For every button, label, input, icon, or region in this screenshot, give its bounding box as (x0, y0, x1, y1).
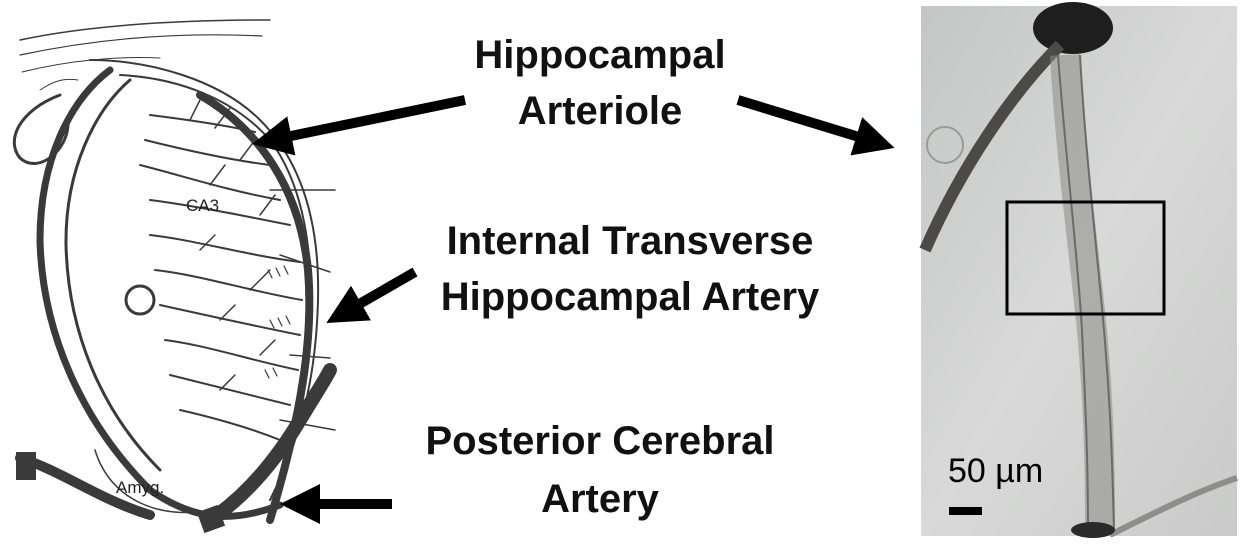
scale-bar-label: 50 µm (948, 452, 1043, 491)
label-hippocampal-arteriole: Hippocampal Arteriole (440, 32, 760, 134)
label-line: Posterior Cerebral (380, 418, 820, 464)
scale-bar (949, 507, 982, 515)
hippocampus-drawing (14, 20, 335, 533)
label-line: Internal Transverse (380, 218, 880, 264)
amygdala-label: Amyg. (116, 478, 164, 498)
arrow-to-arteriole-micrograph (738, 100, 885, 145)
label-line: Hippocampal (440, 32, 760, 78)
label-line: Artery (380, 476, 820, 522)
arrow-to-arteriole-drawing (262, 100, 465, 142)
label-line: Hippocampal Artery (380, 274, 880, 320)
label-posterior-cerebral-artery: Posterior Cerebral Artery (380, 418, 820, 522)
label-line: Arteriole (440, 88, 760, 134)
label-internal-transverse-artery: Internal Transverse Hippocampal Artery (380, 218, 880, 320)
ca3-label: CA3 (186, 196, 219, 216)
